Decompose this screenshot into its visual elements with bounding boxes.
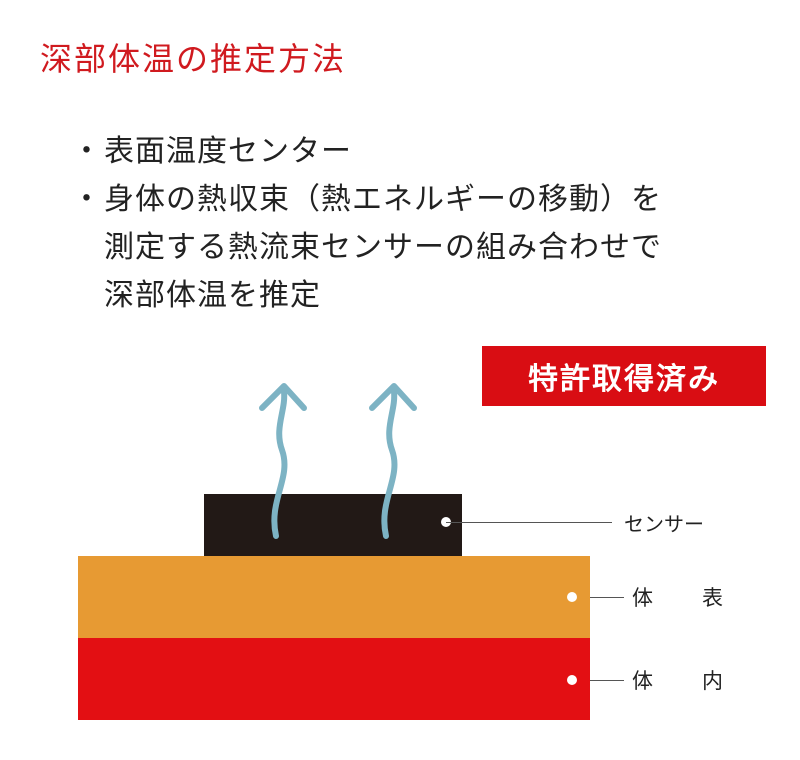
body-inner-leader-line (590, 680, 624, 681)
body-inner-leader-dot (567, 675, 577, 685)
wavy-up-arrow-icon (369, 383, 417, 539)
body-inner-layer (78, 638, 590, 720)
patent-badge: 特許取得済み (482, 346, 766, 406)
bullet-item: ・ 表面温度センター (70, 128, 662, 176)
bullet-text: 身体の熱収束（熱エネルギーの移動）を (104, 182, 662, 217)
sensor-block (204, 494, 462, 556)
bullet-text: 測定する熱流束センサーの組み合わせで (104, 230, 662, 265)
bullet-text: 表面温度センター (104, 134, 352, 169)
bullet-marker: ・ (71, 134, 103, 169)
body-surface-leader-dot (567, 592, 577, 602)
wavy-up-arrow-icon (259, 383, 307, 539)
body-inner-label: 体 内 (632, 669, 737, 693)
body-surface-layer (78, 556, 590, 638)
bullet-marker: ・ (71, 182, 103, 217)
body-surface-leader-line (590, 597, 624, 598)
body-surface-label: 体 表 (632, 586, 737, 610)
sensor-label: センサー (624, 512, 704, 536)
page-title: 深部体温の推定方法 (40, 40, 347, 78)
bullet-text: 深部体温を推定 (104, 278, 321, 313)
bullet-list: ・ 表面温度センター ・ 身体の熱収束（熱エネルギーの移動）を 測定する熱流束セ… (70, 128, 662, 320)
bullet-item: ・ 身体の熱収束（熱エネルギーの移動）を 測定する熱流束センサーの組み合わせで … (70, 176, 662, 320)
sensor-leader-line (446, 522, 612, 523)
